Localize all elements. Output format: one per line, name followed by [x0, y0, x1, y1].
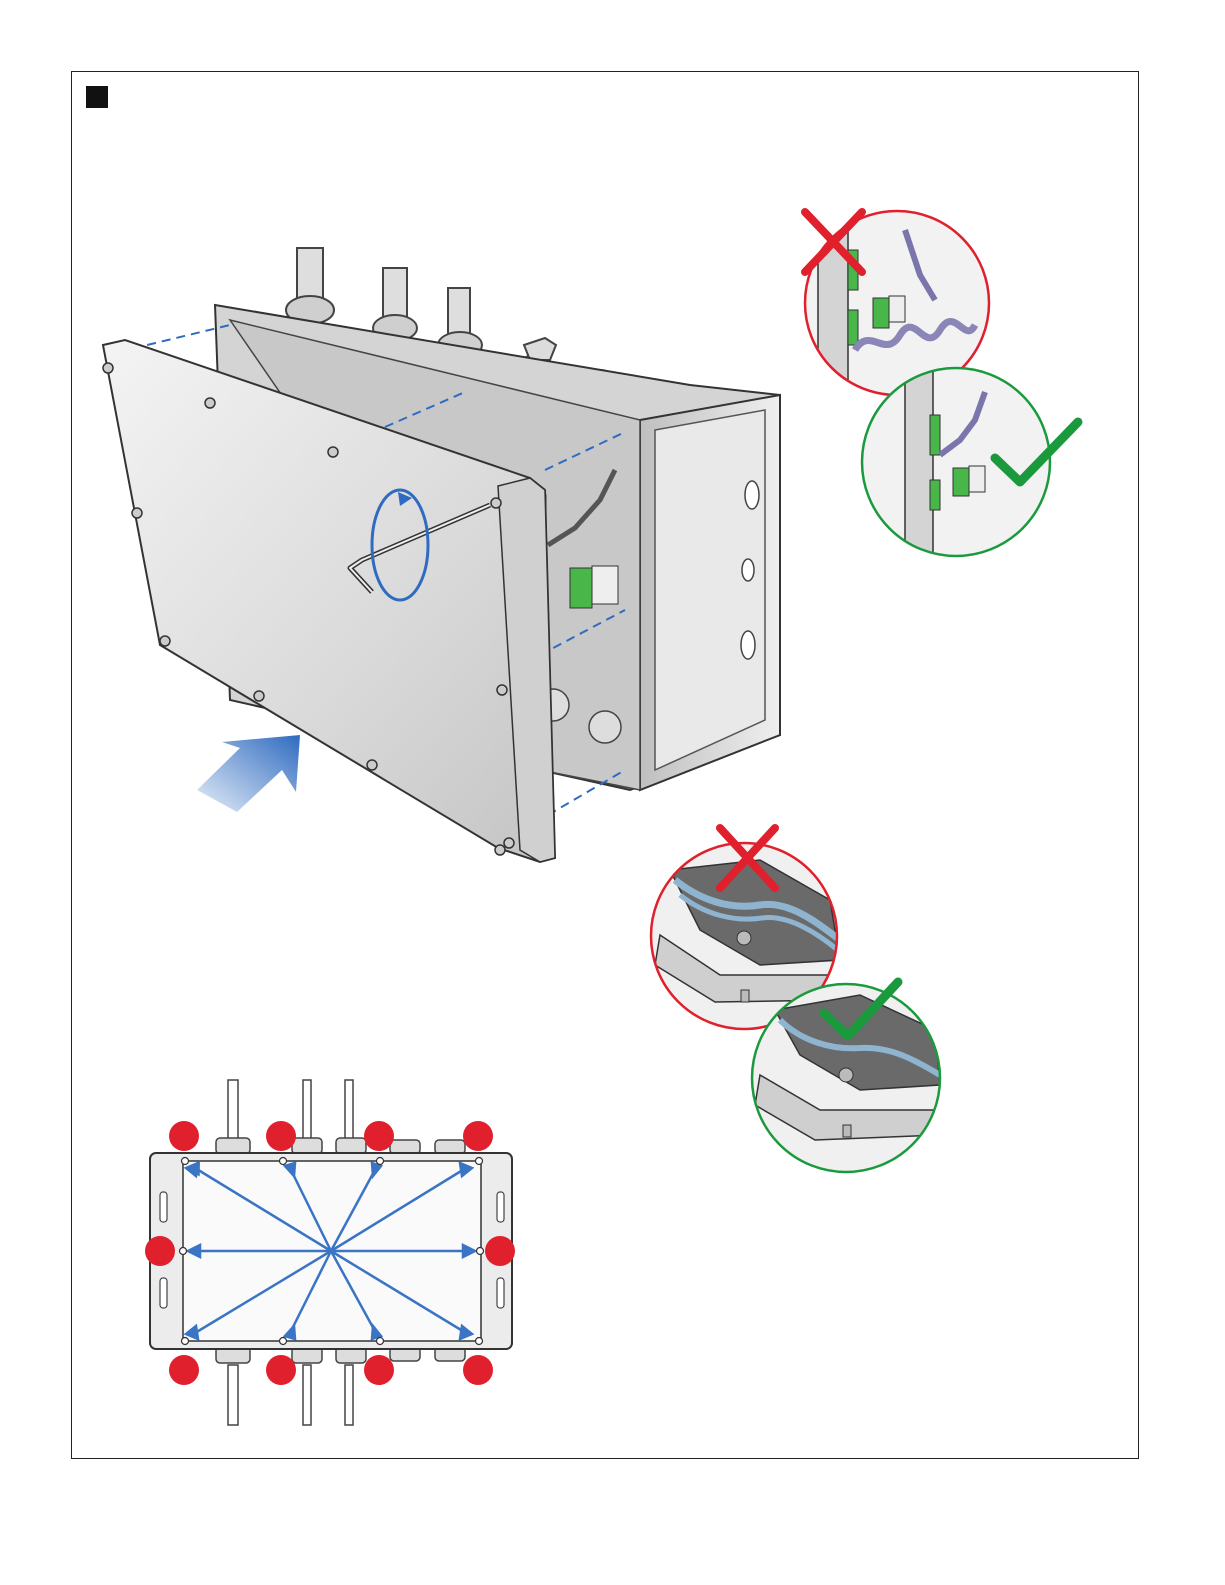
cable-detail-correct [860, 368, 1078, 558]
red-dot-marker-top-1 [169, 1121, 199, 1151]
red-dot-marker-bottom-1 [169, 1355, 199, 1385]
main-illustration [103, 248, 780, 862]
red-dot-marker-bottom-2 [266, 1355, 296, 1385]
red-dot-marker-top-3 [364, 1121, 394, 1151]
tightening-sequence-diagram [145, 1080, 515, 1425]
blue-push-arrow [197, 735, 300, 812]
red-dot-marker-left [145, 1236, 175, 1266]
red-dot-marker-top-2 [266, 1121, 296, 1151]
red-dot-marker-bottom-4 [463, 1355, 493, 1385]
red-dot-marker-right [485, 1236, 515, 1266]
red-dot-marker-top-4 [463, 1121, 493, 1151]
red-dot-marker-bottom-3 [364, 1355, 394, 1385]
gasket-detail-correct [750, 982, 940, 1174]
